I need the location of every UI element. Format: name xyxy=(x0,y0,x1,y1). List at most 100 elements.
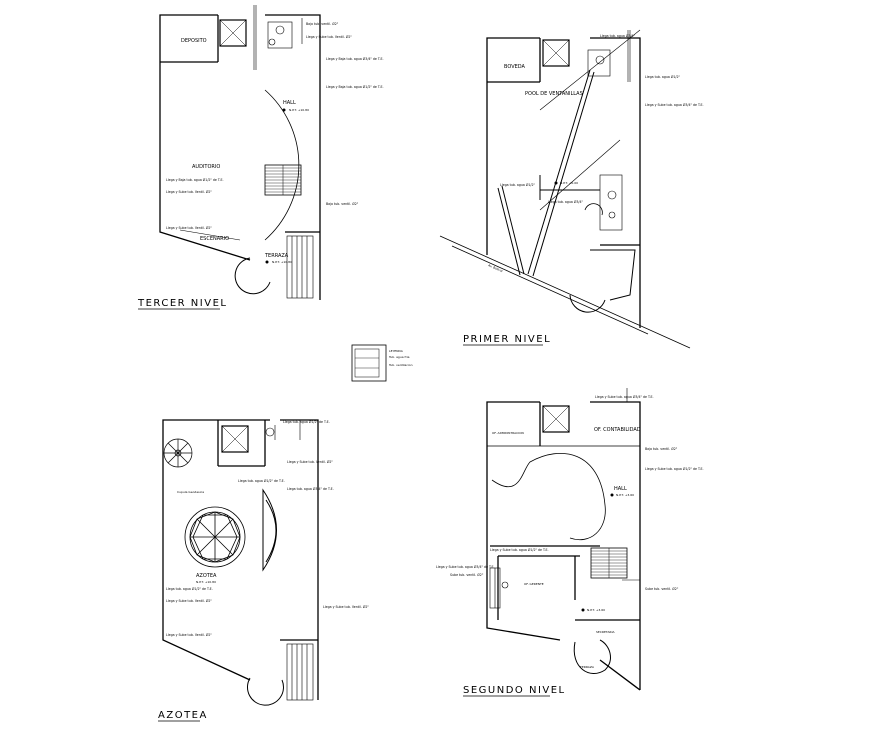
pipe-note: Llega y Sube tub. Ventil. Ø2" xyxy=(166,225,212,230)
room-label: HALL xyxy=(283,100,296,106)
plan-title: SEGUNDO NIVEL xyxy=(463,685,566,696)
plumbing-fixtures xyxy=(265,420,301,440)
stairs xyxy=(590,547,628,579)
stage-edge xyxy=(179,229,241,241)
pipe-note: Llega y Sube tub. agua Ø3/4" de T.E. xyxy=(645,102,704,107)
pipe-note: Llega y Sube tub. Ventil. Ø2" xyxy=(166,632,212,637)
street-lines xyxy=(439,235,691,349)
walls xyxy=(162,419,319,700)
pipe-note: Llega tub. agua Ø1/2" de T.E. xyxy=(238,478,285,483)
level-mark: N.P.T. +10.80 xyxy=(196,580,216,584)
pipe-note: Llega tub. agua Ø1/2" xyxy=(500,182,536,187)
pipe-note: Llega tub. agua Ø1/2" de T.E. xyxy=(166,586,213,591)
level-marks: N.P.T. +10.80 N.P.T. +10.80 xyxy=(265,108,309,264)
pipe-note: Llega y Baja tub. agua Ø1/2" de T.E. xyxy=(326,84,384,89)
terrace-balcony xyxy=(573,639,611,674)
pipe-note: Llega y Sube tub. Ventil. Ø2" xyxy=(287,459,333,464)
level-marks: N.P.T. +0.00 xyxy=(554,181,578,185)
geodesic-dome xyxy=(184,506,246,568)
duct-shaft xyxy=(221,425,249,453)
pipe-note: Llega y Sube tub. Ventil. Ø2" xyxy=(323,604,369,609)
legend-title: LEYENDA xyxy=(389,349,404,353)
pipe-notes: Llega y Sube tub. agua Ø1/2" de T.E. Lle… xyxy=(436,394,704,591)
pipe-note: Llega tub. agua Ø1/2" de T.E. xyxy=(283,419,330,424)
pipe-note: Baja tub. ventil. Ø2" xyxy=(306,21,339,26)
pipe-note: Llega y Sube tub. agua Ø3/4" de T.E. xyxy=(436,564,495,569)
plumbing-fixtures xyxy=(489,388,640,609)
room-labels: DEPOSITO HALL AUDITORIO ESCENARIO TERRAZ… xyxy=(181,38,296,259)
walls xyxy=(486,401,641,691)
pipe-notes: Llega tub. agua Ø1/2" de T.E. Llega y Su… xyxy=(166,419,369,637)
room-label: TERRAZA xyxy=(264,253,289,259)
pipe-note: Llega tub. agua Ø3/4" xyxy=(600,33,636,38)
terrace-balcony xyxy=(234,257,271,295)
skylight xyxy=(262,488,277,572)
terrace-stairs xyxy=(286,235,314,299)
room-labels: Cupula Geodesica AZOTEA xyxy=(177,490,217,579)
diagonal-walls xyxy=(497,69,636,301)
terrace-balcony xyxy=(247,677,284,706)
room-label: AZOTEA xyxy=(196,573,217,579)
plan-segundo-nivel: OF. ADMINISTRACION OF. CONTABILIDAD HALL… xyxy=(436,388,704,697)
walls xyxy=(159,14,321,300)
plan-title: PRIMER NIVEL xyxy=(463,334,551,345)
plumbing-fixtures xyxy=(539,29,641,231)
pipe-note: Llega tub. agua Ø3/4" xyxy=(548,199,584,204)
pipe-note: Llega y Sube tub. agua Ø1/2" de T.E. xyxy=(490,547,549,552)
room-labels: BOVEDA POOL DE VENTANILLAS Av. Bolivar xyxy=(488,64,583,274)
pipe-note: Llega y Baja tub. agua Ø1/2" de T.E. xyxy=(166,177,224,182)
pipe-note: Llega y Sube tub. agua Ø1/2" de T.E. xyxy=(645,466,704,471)
room-label: TERRAZA xyxy=(579,665,595,669)
room-label: OF. ADMINISTRACION xyxy=(492,431,524,435)
room-label: OF. GERENTE xyxy=(524,582,544,586)
legend: LEYENDA Tub. agua fria Tub. ventilacion xyxy=(351,344,413,382)
level-mark: N.P.T. +0.00 xyxy=(560,181,578,185)
duct-shaft xyxy=(219,19,247,47)
room-label: SECRETARIA xyxy=(596,630,615,634)
duct-shaft xyxy=(542,39,570,67)
spiral-stair xyxy=(163,438,193,468)
level-marks: N.P.T. +10.80 xyxy=(196,580,216,584)
room-label: DEPOSITO xyxy=(181,38,207,44)
terrace-stairs xyxy=(286,643,314,701)
plan-tercer-nivel: DEPOSITO HALL AUDITORIO ESCENARIO TERRAZ… xyxy=(137,5,384,310)
walls xyxy=(486,37,641,328)
room-label: AUDITORIO xyxy=(192,164,220,170)
plumbing-fixtures xyxy=(253,5,303,70)
room-labels: OF. ADMINISTRACION OF. CONTABILIDAD HALL… xyxy=(492,427,641,669)
pipe-note: Sube tub. ventil. Ø2" xyxy=(645,586,679,591)
pipe-note: Sube tub. ventil. Ø2" xyxy=(450,572,484,577)
legend-item: Tub. agua fria xyxy=(388,355,410,359)
hall-curve xyxy=(491,452,606,540)
terrace-arc xyxy=(569,294,606,313)
pipe-note: Llega y Sube tub. Ventil. Ø2" xyxy=(166,598,212,603)
legend-item: Tub. ventilacion xyxy=(388,363,413,367)
level-mark: N.P.T. +3.60 xyxy=(616,493,634,497)
level-mark: N.P.T. +10.80 xyxy=(289,108,309,112)
pipe-notes: Llega tub. agua Ø1/2" Llega tub. agua Ø1… xyxy=(500,33,704,204)
pipe-note: Llega y Sube tub. Ventil. Ø2" xyxy=(306,34,352,39)
pipe-note: Llega tub. agua Ø1/2" xyxy=(645,74,681,79)
level-mark: N.P.T. +3.60 xyxy=(587,608,605,612)
level-mark: N.P.T. +10.80 xyxy=(272,260,292,264)
pipe-note: Baja tub. ventil. Ø2" xyxy=(645,446,678,451)
room-label: BOVEDA xyxy=(504,64,526,70)
room-label: HALL xyxy=(614,486,627,492)
plan-title: AZOTEA xyxy=(158,710,208,721)
street-name: Av. Bolivar xyxy=(488,263,505,273)
duct-shaft xyxy=(542,405,570,433)
pipe-note: Llega y Baja tub. agua Ø3/4" de T.E. xyxy=(326,56,384,61)
pipe-notes: Llega y Baja tub. agua Ø1/2" de T.E. Lle… xyxy=(166,21,384,230)
plan-primer-nivel: BOVEDA POOL DE VENTANILLAS Av. Bolivar N… xyxy=(439,29,704,349)
pipe-note: Llega tub. agua Ø3/4" de T.E. xyxy=(287,486,334,491)
plan-title: TERCER NIVEL xyxy=(137,298,227,309)
room-label: OF. CONTABILIDAD xyxy=(594,427,641,433)
room-label: POOL DE VENTANILLAS xyxy=(525,91,583,97)
pipe-note: Baja tub. ventil. Ø2" xyxy=(326,201,359,206)
room-label: ESCENARIO xyxy=(200,236,229,242)
pipe-note: Llega y Sube tub. agua Ø3/4" de T.E. xyxy=(595,394,654,399)
column-detail xyxy=(584,203,603,216)
plan-azotea: Cupula Geodesica AZOTEA N.P.T. +10.80 Ll… xyxy=(158,419,369,722)
room-label: Cupula Geodesica xyxy=(177,490,204,494)
